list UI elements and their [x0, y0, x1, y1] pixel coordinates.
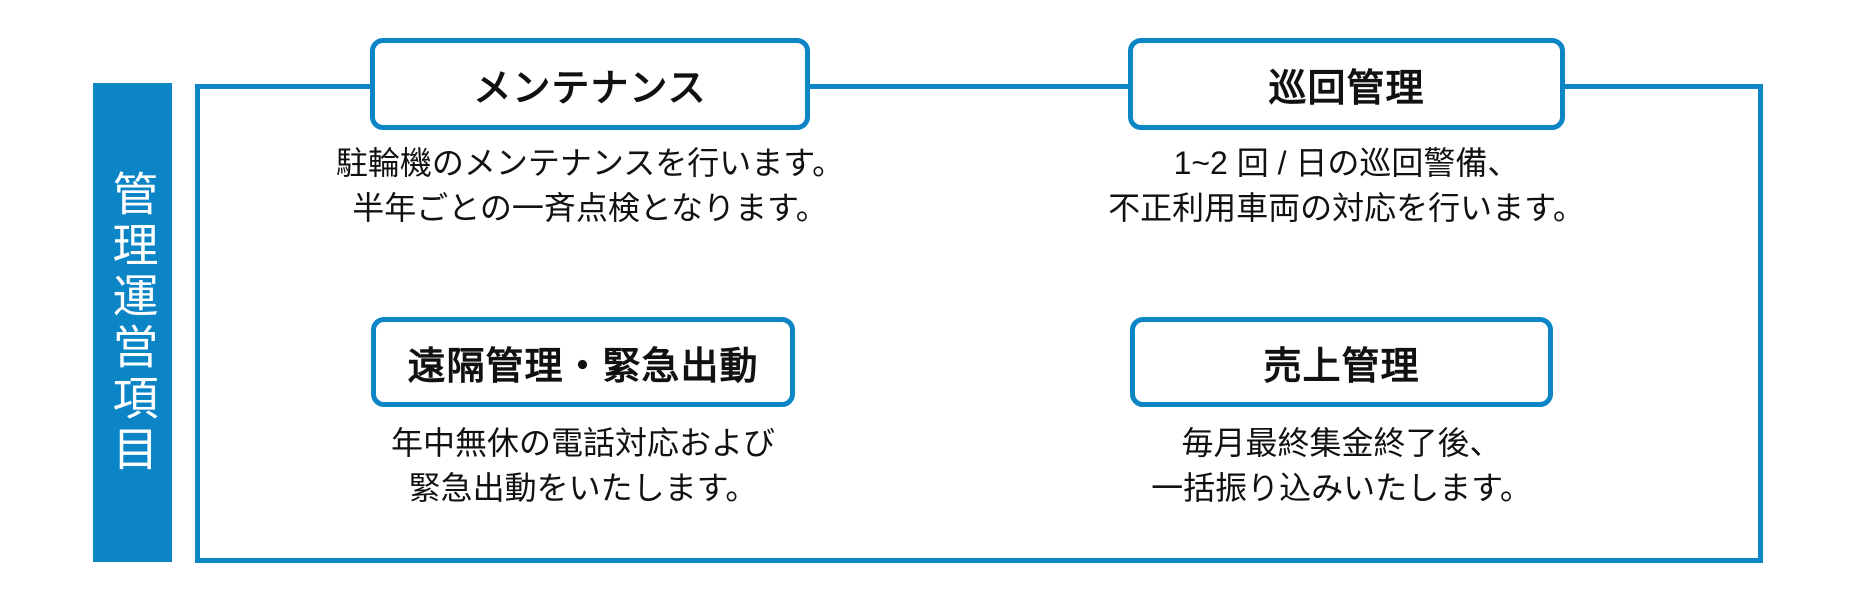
desc-line: 年中無休の電話対応および: [390, 425, 775, 461]
item-title-sales: 売上管理: [1263, 345, 1420, 388]
item-box-remote-emergency: 遠隔管理・緊急出動: [371, 317, 795, 407]
item-box-sales: 売上管理: [1130, 317, 1553, 407]
item-desc-sales: 毎月最終集金終了後、 一括振り込みいたします。: [1090, 421, 1593, 511]
desc-line: 不正利用車両の対応を行います。: [1108, 190, 1585, 226]
item-desc-remote-emergency: 年中無休の電話対応および 緊急出動をいたします。: [331, 421, 835, 511]
item-box-maintenance: メンテナンス: [370, 38, 810, 130]
desc-line: 一括振り込みいたします。: [1151, 470, 1532, 506]
item-title-maintenance: メンテナンス: [473, 67, 707, 110]
category-banner-label: 管理運営項目: [106, 169, 159, 476]
desc-line: 駐輪機のメンテナンスを行います。: [335, 145, 845, 181]
item-title-remote-emergency: 遠隔管理・緊急出動: [407, 345, 759, 388]
item-desc-maintenance: 駐輪機のメンテナンスを行います。 半年ごとの一斉点検となります。: [330, 141, 850, 231]
desc-line: 半年ごとの一斉点検となります。: [352, 190, 828, 226]
item-title-patrol: 巡回管理: [1268, 67, 1425, 110]
desc-line: 1~2 回 / 日の巡回警備、: [1173, 145, 1520, 181]
outer-frame: [195, 84, 1763, 563]
item-desc-patrol: 1~2 回 / 日の巡回警備、 不正利用車両の対応を行います。: [1088, 141, 1605, 231]
desc-line: 毎月最終集金終了後、: [1181, 425, 1502, 461]
desc-line: 緊急出動をいたします。: [408, 470, 758, 506]
category-banner: 管理運営項目: [93, 83, 172, 562]
item-box-patrol: 巡回管理: [1128, 38, 1565, 130]
